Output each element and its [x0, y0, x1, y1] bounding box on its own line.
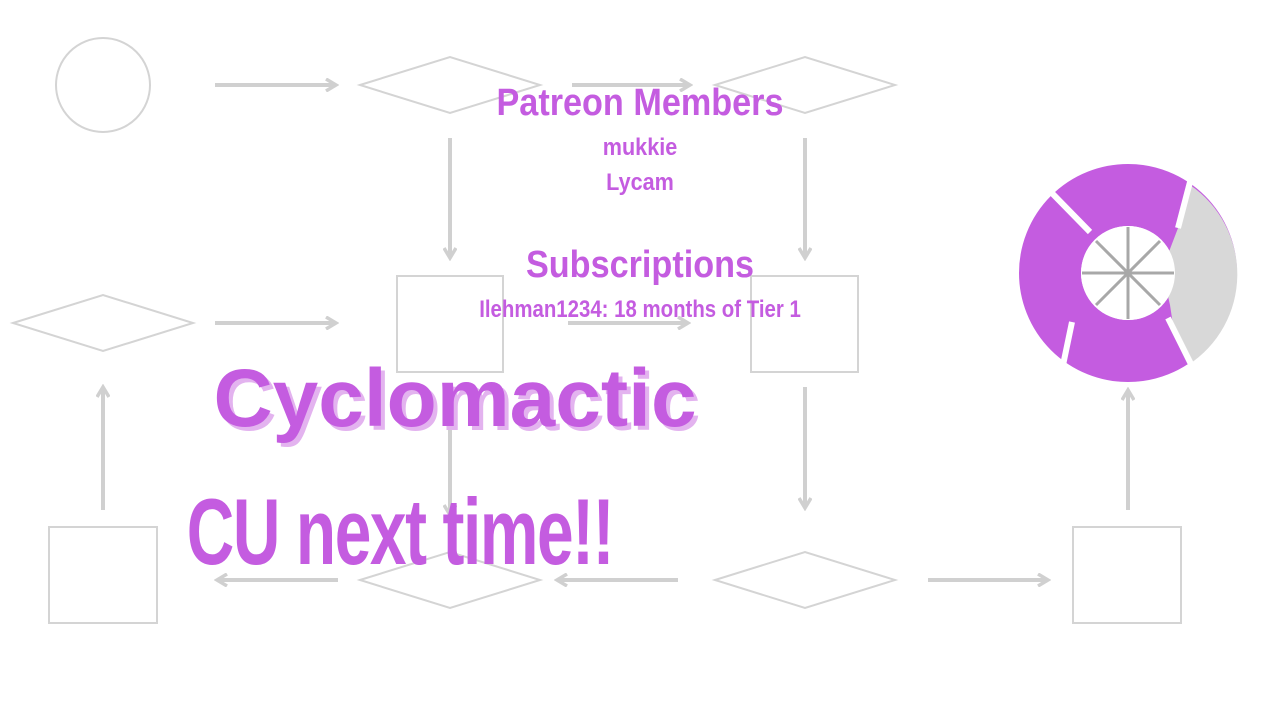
tagline: CU next time!! [186, 479, 615, 584]
start-circle [55, 37, 151, 133]
subscriptions-heading: Subscriptions [525, 244, 755, 286]
diamond [356, 550, 544, 610]
arrows [103, 85, 1128, 580]
box [48, 526, 158, 624]
diamond [711, 55, 899, 115]
box [750, 275, 859, 373]
cycle-ring-icon [1019, 164, 1238, 382]
channel-name: Cyclomactic [213, 353, 697, 444]
diamond [9, 293, 197, 353]
subscription-entry: Ilehman1234: 18 months of Tier 1 [479, 296, 801, 323]
patreon-member: mukkie [602, 134, 678, 161]
diamond [356, 55, 544, 115]
patreon-member: Lycam [606, 169, 674, 196]
box [1072, 526, 1182, 624]
patreon-members-heading: Patreon Members [496, 82, 784, 124]
box [396, 275, 504, 373]
diamond [711, 550, 899, 610]
